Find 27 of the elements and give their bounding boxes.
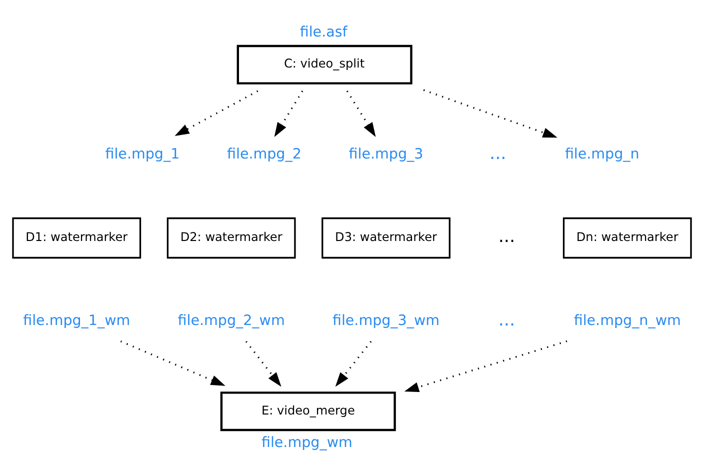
arrow [335, 340, 372, 387]
node-box: E: video_merge [220, 392, 396, 432]
node-text: file.mpg_n_wm [574, 313, 681, 330]
arrow [174, 90, 258, 136]
arrow [423, 89, 558, 138]
label: ... [498, 310, 516, 331]
node-box: D1: watermarker [12, 217, 142, 259]
label: ... [490, 144, 506, 164]
node-label: file.mpg_wm [261, 434, 352, 451]
node-text: file.mpg_2_wm [178, 313, 285, 330]
arrow [346, 90, 376, 138]
node-text: file.mpg_1 [105, 146, 180, 162]
node-box: D3: watermarker [322, 217, 450, 259]
node-text: file.mpg_n [564, 146, 640, 162]
arrow [120, 340, 226, 386]
node-box: C: video_split [236, 44, 412, 84]
node-text: file.mpg_1_wm [23, 313, 130, 330]
label: ... [498, 227, 516, 248]
node-text: file.mpg_3 [348, 146, 424, 162]
node-text: file.mpg_3_wm [332, 313, 440, 330]
node-box: Dn: watermarker [562, 217, 692, 259]
arrow [404, 340, 568, 392]
arrow [274, 90, 304, 138]
node-text: file.mpg_2 [227, 146, 302, 162]
node-box: D2: watermarker [166, 217, 296, 259]
arrow [245, 340, 282, 387]
node-label: file.asf [300, 24, 348, 41]
